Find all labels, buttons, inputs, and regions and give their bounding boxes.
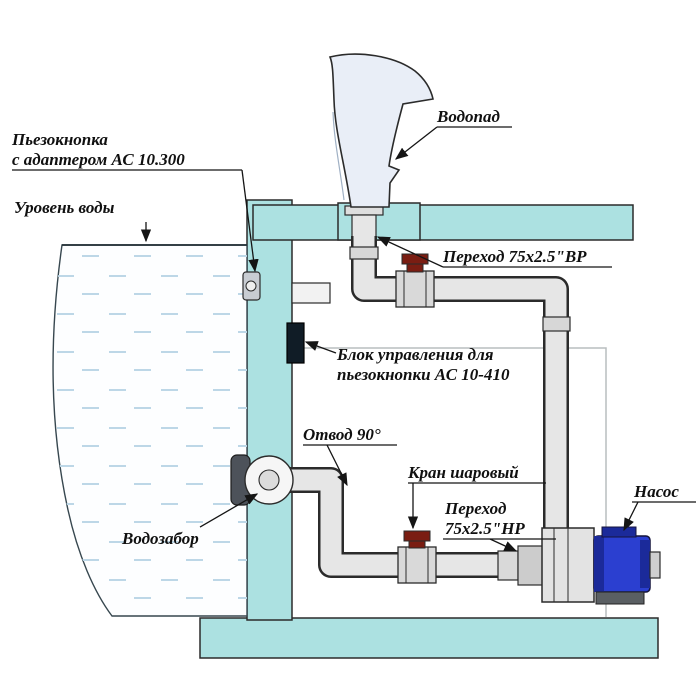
piezo-conduit-stub xyxy=(291,282,331,304)
label-transition-nr-line1: Переход xyxy=(444,499,507,518)
label-waterfall: Водопад xyxy=(436,107,501,126)
leader-water-intake xyxy=(199,493,259,528)
pump-feet xyxy=(595,591,645,605)
label-pump: Насос xyxy=(633,482,679,501)
ball-valve-upper xyxy=(395,253,435,308)
label-control-unit-line1: Блок управления для xyxy=(336,345,494,364)
leader-piezo xyxy=(241,169,259,273)
label-ball-valve: Кран шаровый xyxy=(407,463,519,482)
label-piezo-line2: с адаптером АС 10.300 xyxy=(12,150,185,169)
leader-control-unit xyxy=(304,341,337,354)
label-transition-vr: Переход 75х2.5"ВР xyxy=(442,247,587,266)
leader-elbow xyxy=(326,444,348,487)
label-water-level: Уровень воды xyxy=(14,198,115,217)
bottom-slab xyxy=(199,617,659,659)
water-intake-fitting xyxy=(230,454,294,506)
pump-terminal-box xyxy=(601,526,637,538)
control-unit-box xyxy=(286,322,305,364)
ball-valve-lower xyxy=(397,530,437,584)
label-control-unit-line2: пьезокнопки АС 10-410 xyxy=(337,365,510,384)
label-elbow-90: Отвод 90° xyxy=(303,425,381,444)
leader-waterfall xyxy=(394,126,438,160)
pool-water xyxy=(52,244,248,617)
waterfall-spout-inner-line xyxy=(332,111,345,201)
leader-pump xyxy=(623,501,639,532)
top-beam xyxy=(252,204,634,241)
waterfall-spout xyxy=(328,53,434,208)
label-transition-nr-line2: 75х2.5"НР xyxy=(445,519,525,538)
pump-end-cap xyxy=(649,551,661,579)
pipe-coupling-right xyxy=(542,316,571,332)
transition-75x25-nr-fitting xyxy=(497,545,545,586)
upper-pipe-run xyxy=(351,236,569,542)
pipe-coupling-upper xyxy=(349,246,379,260)
label-water-intake: Водозабор xyxy=(121,529,199,548)
pump xyxy=(541,526,661,605)
label-piezo-line1: Пьезокнопка xyxy=(11,130,108,149)
leader-transition-nr xyxy=(489,538,518,552)
leader-transition-vr xyxy=(376,236,444,268)
piezo-button xyxy=(242,271,261,301)
lower-pipe-run xyxy=(290,467,556,578)
